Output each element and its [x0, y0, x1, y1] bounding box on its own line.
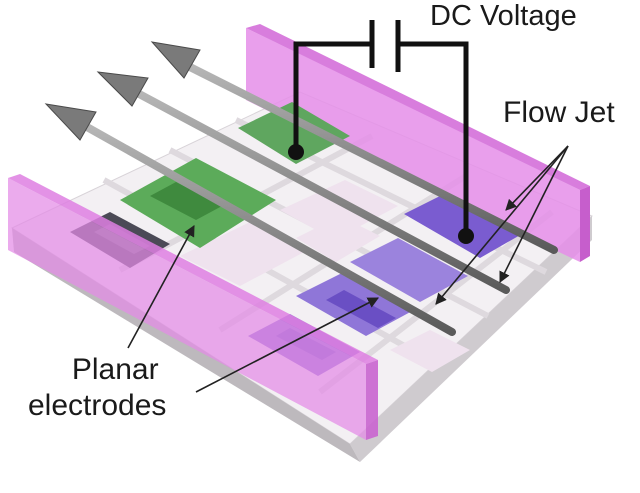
- electrode-contact-left: [288, 144, 304, 160]
- planar-label-line-1: Planar: [64, 352, 166, 388]
- planar-electrodes-label: Planar electrodes: [64, 352, 166, 424]
- rod-2-cone: [98, 72, 148, 106]
- dc-voltage-label: DC Voltage: [430, 0, 577, 33]
- rod-1-cone: [46, 104, 96, 140]
- electrode-contact-right: [458, 228, 474, 244]
- planar-label-line-2: electrodes: [28, 388, 166, 424]
- flow-jet-label: Flow Jet: [503, 96, 615, 130]
